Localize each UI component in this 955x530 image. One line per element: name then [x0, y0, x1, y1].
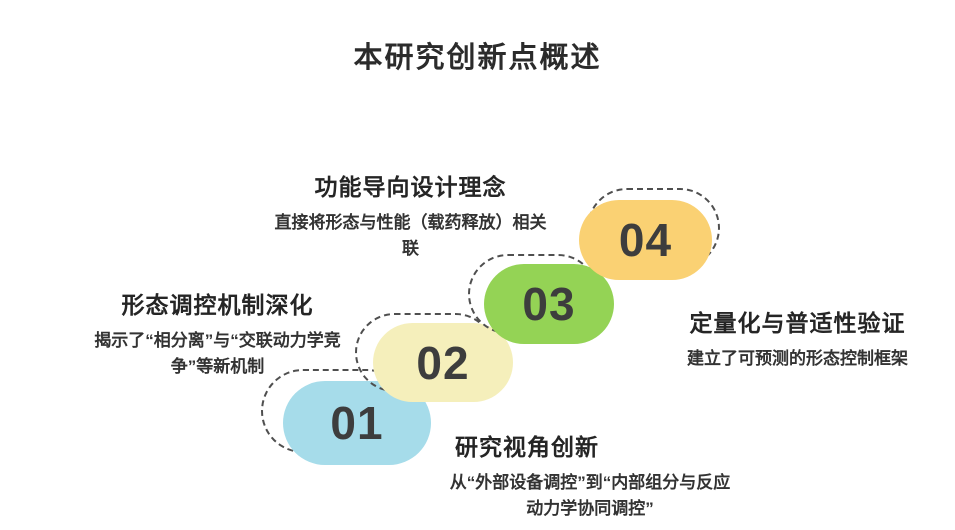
step-01-text-block: 研究视角创新 从“外部设备调控”到“内部组分与反应动力学协同调控” [447, 428, 739, 523]
step-number-02: 02 [416, 336, 470, 389]
pill-fill-01: 01 [283, 381, 431, 465]
step-04-text-block: 定量化与普适性验证 建立了可预测的形态控制框架 [645, 304, 950, 372]
step-01-heading: 研究视角创新 [455, 434, 599, 460]
step-03-description: 直接将形态与性能（载药释放）相关联 [274, 213, 547, 259]
step-02-description: 揭示了“相分离”与“交联动力学竞争”等新机制 [94, 331, 341, 377]
step-pill-01: 01 [261, 369, 431, 465]
step-pill-02: 02 [355, 313, 513, 402]
step-number-04: 04 [618, 214, 673, 266]
step-03-text-block: 功能导向设计理念 直接将形态与性能（载药释放）相关联 [233, 168, 588, 263]
step-03-heading: 功能导向设计理念 [314, 174, 507, 200]
pill-fill-02: 02 [373, 323, 513, 402]
step-number-01: 01 [330, 397, 384, 449]
pill-fill-04: 04 [579, 200, 712, 280]
step-02-heading: 形态调控机制深化 [121, 292, 314, 318]
step-04-heading: 定量化与普适性验证 [689, 310, 906, 336]
step-pill-03: 03 [468, 254, 614, 344]
step-pill-04: 04 [579, 188, 720, 280]
page-title: 本研究创新点概述 [353, 42, 602, 74]
step-04-description: 建立了可预测的形态控制框架 [687, 349, 908, 368]
step-01-description: 从“外部设备调控”到“内部组分与反应动力学协同调控” [449, 473, 731, 519]
pill-fill-03: 03 [484, 264, 614, 344]
step-number-03: 03 [522, 278, 576, 330]
step-02-text-block: 形态调控机制深化 揭示了“相分离”与“交联动力学竞争”等新机制 [70, 286, 365, 381]
